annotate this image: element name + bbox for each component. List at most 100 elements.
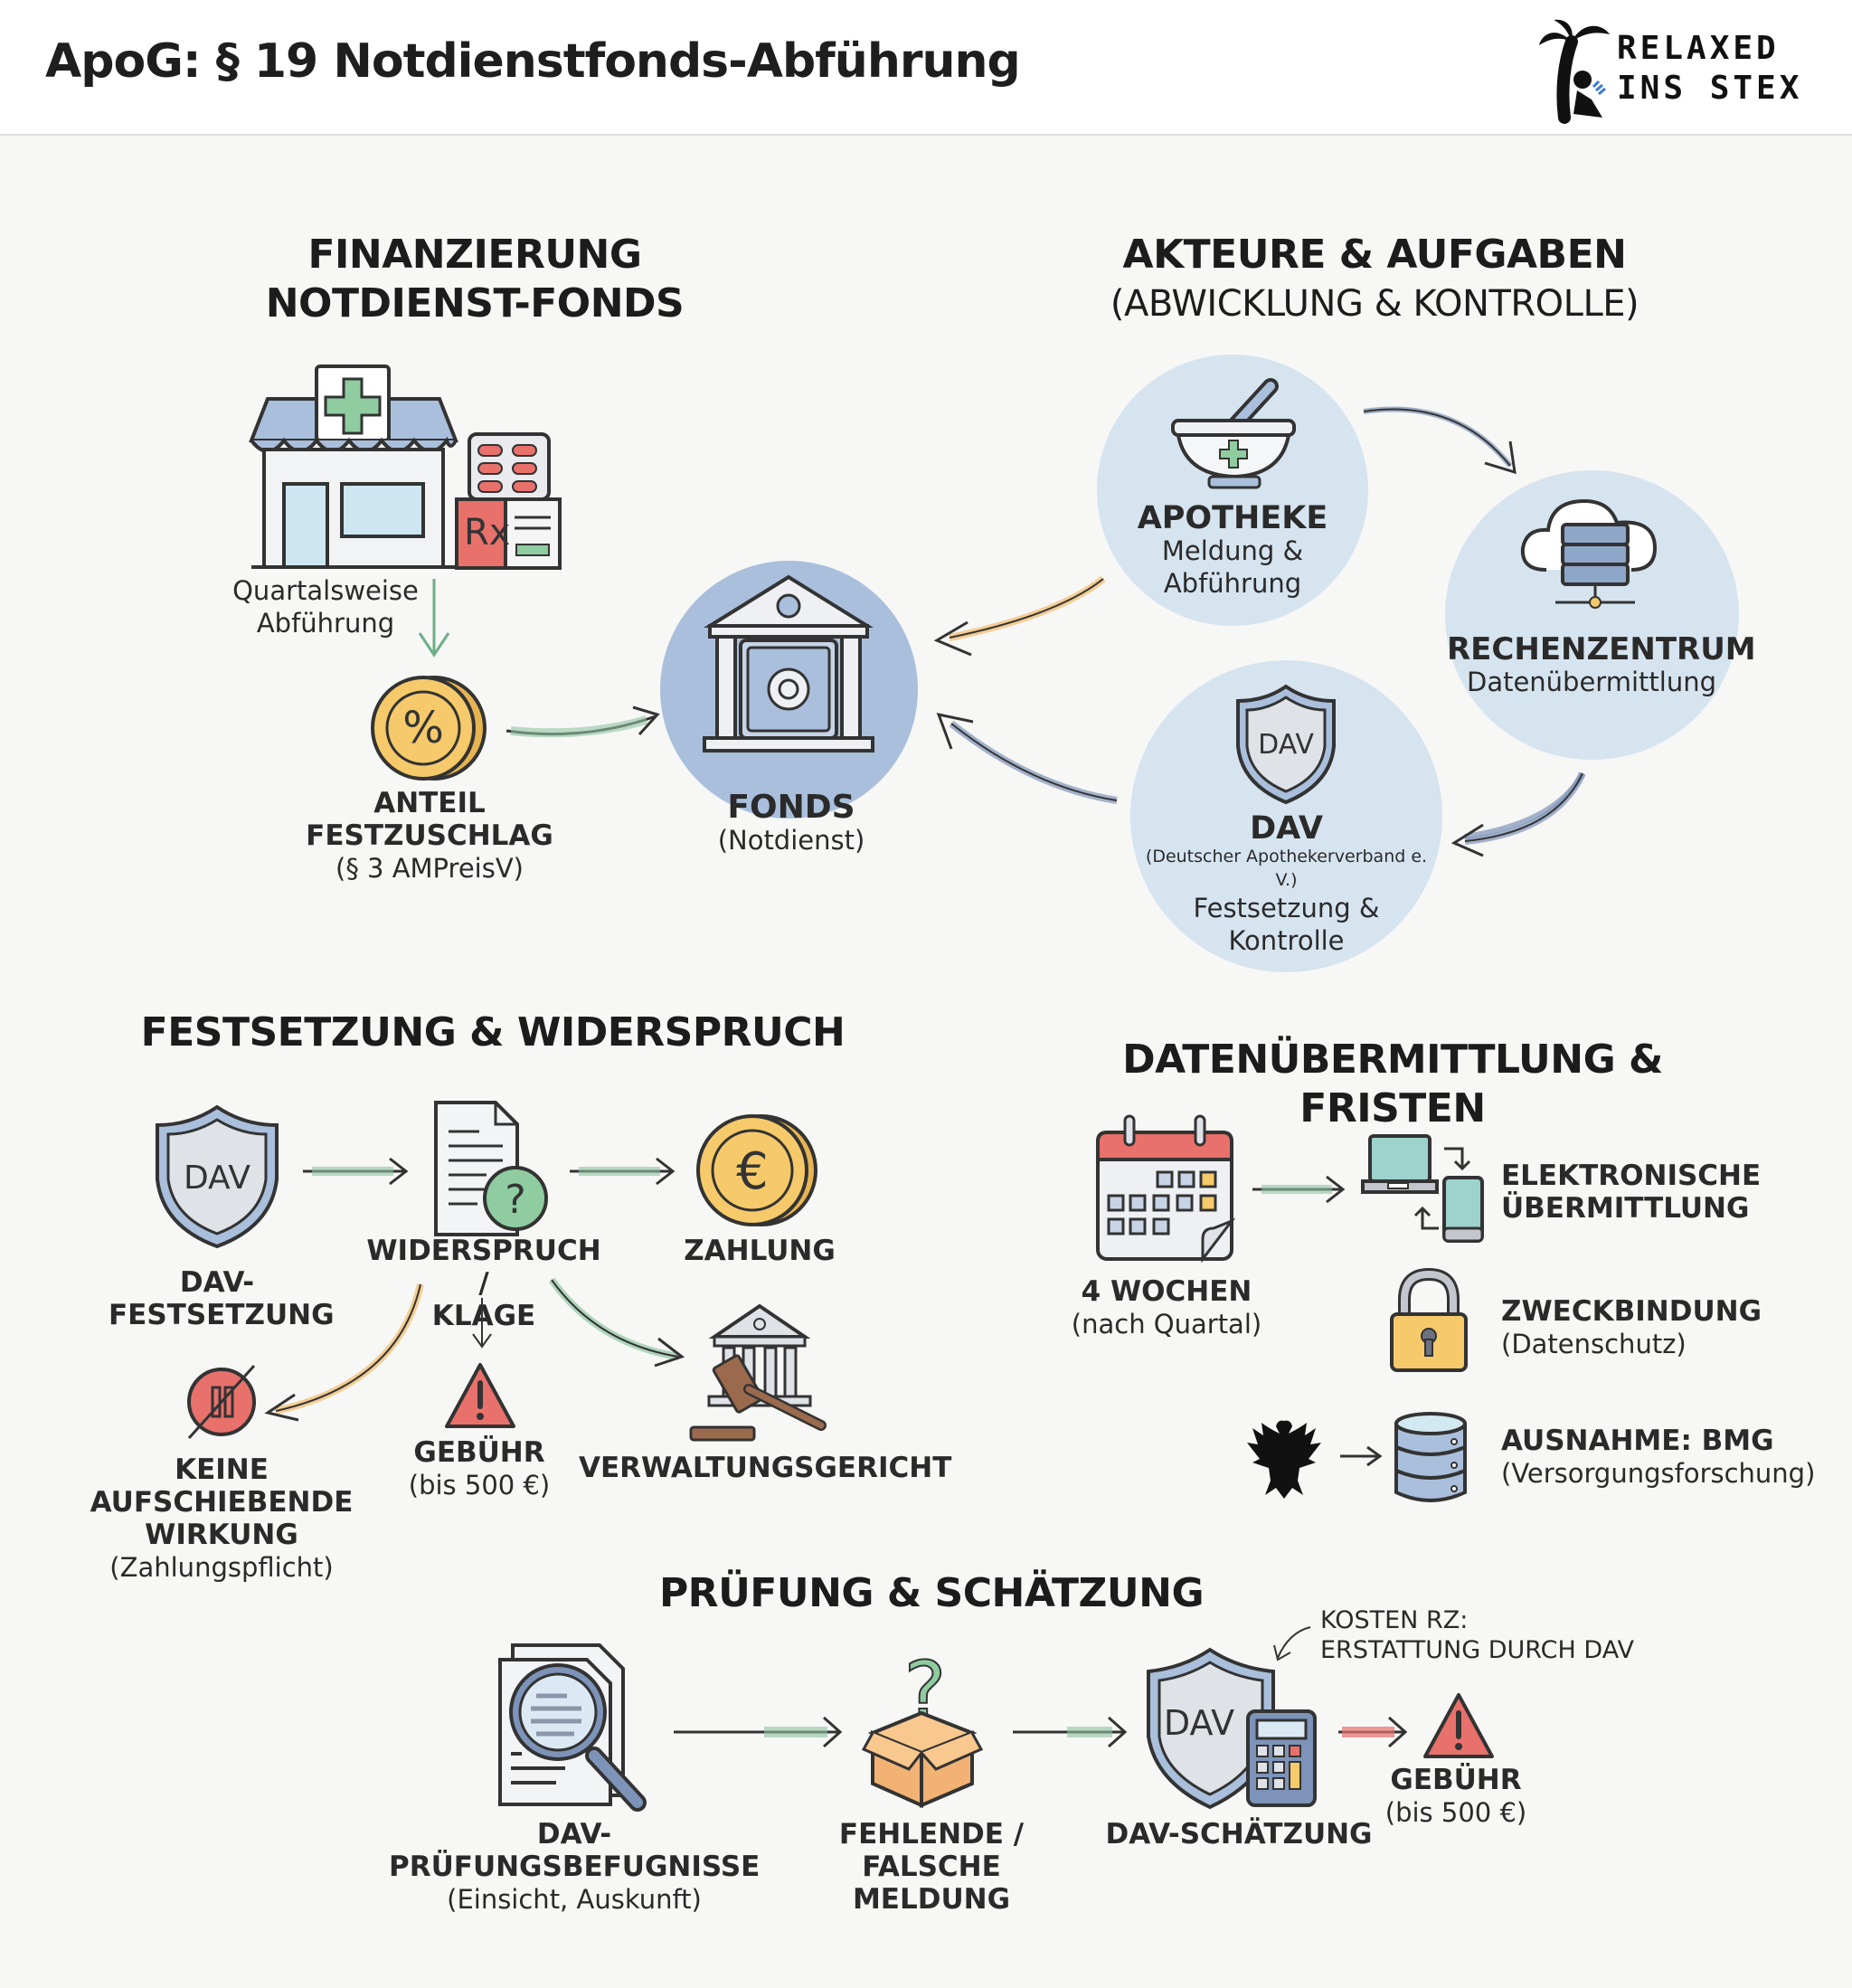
zweck-label: ZWECKBINDUNG (Datenschutz) xyxy=(1501,1295,1772,1360)
arrow-right-red xyxy=(1338,1716,1408,1748)
apotheke-label: APOTHEKE Meldung & Abführung xyxy=(1112,502,1353,600)
keine-line2: WIRKUNG xyxy=(145,1519,298,1551)
fonds-label: FONDS (Notdienst) xyxy=(674,791,909,857)
header-bar: ApoG: § 19 Notdienstfonds-Abführung RELA… xyxy=(0,0,1852,136)
rechenzentrum-name: RECHENZENTRUM xyxy=(1447,631,1756,667)
warning-triangle-icon xyxy=(445,1363,515,1428)
dav-festsetzung-line2: FESTSETZUNG xyxy=(109,1299,335,1331)
frist-title: 4 WOCHEN xyxy=(1081,1275,1252,1308)
warning-triangle-icon-2 xyxy=(1423,1693,1494,1758)
anteil-line2: FESTZUSCHLAG xyxy=(306,819,553,852)
arrow-right-green-4 xyxy=(674,1716,843,1748)
elektronisch-line1: ELEKTRONISCHE xyxy=(1501,1160,1762,1192)
brand-logo[interactable]: RELAXED INS STEX xyxy=(1537,16,1809,124)
zweck-title: ZWECKBINDUNG xyxy=(1501,1295,1762,1328)
arrow-curved-to-shield xyxy=(1273,1626,1311,1661)
box-question-icon: ? xyxy=(861,1643,984,1809)
document-question-icon: ? xyxy=(434,1101,548,1236)
fonds-title: FONDS xyxy=(727,789,855,826)
logo-line-2: INS STEX xyxy=(1617,70,1803,107)
schaetzung-text: DAV-SCHÄTZUNG xyxy=(1105,1818,1373,1851)
elektronisch-line2: ÜBERMITTLUNG xyxy=(1501,1192,1750,1225)
dav-shield-calculator-icon: DAV xyxy=(1147,1647,1317,1810)
calendar-icon xyxy=(1096,1114,1236,1264)
kosten-line2: ERSTATTUNG DURCH DAV xyxy=(1320,1636,1634,1664)
gebuehr-label-1: GEBÜHR (bis 500 €) xyxy=(389,1436,570,1501)
gericht-label: VERWALTUNGSGERICHT xyxy=(579,1452,952,1484)
gebuehr-1-sub: (bis 500 €) xyxy=(408,1470,551,1500)
anteil-ref: (§ 3 AMPreisV) xyxy=(335,853,524,884)
logo-line-1: RELAXED xyxy=(1617,30,1780,67)
logo-text: RELAXED INS STEX xyxy=(1617,29,1802,109)
apotheke-line2: Abführung xyxy=(1163,568,1302,599)
section-title-akteure: AKTEURE & AUFGABEN (ABWICKLUNG & KONTROL… xyxy=(1085,231,1664,328)
befugnis-sub: (Einsicht, Auskunft) xyxy=(447,1884,702,1915)
arrow-down-green-icon xyxy=(418,579,450,658)
arrow-right-black xyxy=(1340,1445,1383,1467)
arrow-right-green-2 xyxy=(570,1157,676,1186)
widerspruch-line2: KLAGE xyxy=(431,1300,536,1332)
arrow-down-orange xyxy=(472,1298,492,1349)
euro-symbol: € xyxy=(736,1142,769,1201)
gericht-text: VERWALTUNGSGERICHT xyxy=(579,1452,952,1484)
widerspruch-label: WIDERSPRUCH / KLAGE xyxy=(362,1235,606,1332)
apotheke-name: APOTHEKE xyxy=(1137,500,1328,536)
dav-shield-icon: DAV xyxy=(1236,684,1336,805)
rechenzentrum-line1: Datenübermittlung xyxy=(1466,667,1716,697)
arrow-to-gericht-green xyxy=(548,1277,685,1368)
federal-eagle-icon xyxy=(1247,1420,1321,1499)
finanzierung-title-line1: FINANZIERUNG xyxy=(307,232,642,278)
apotheke-line1: Meldung & xyxy=(1161,535,1304,566)
gebuehr-1-title: GEBÜHR xyxy=(413,1436,545,1469)
frist-label: 4 WOCHEN (nach Quartal) xyxy=(1058,1275,1275,1340)
dav-shield-icon-2: DAV xyxy=(156,1104,279,1249)
server-cloud-icon xyxy=(1520,498,1658,609)
prescription-pills-icon: Rx xyxy=(455,432,562,570)
dav-name: DAV xyxy=(1250,810,1323,847)
section-title-daten: DATENÜBERMITTLUNG & FRISTEN xyxy=(1122,1037,1663,1131)
pause-crossed-icon xyxy=(187,1364,256,1440)
ausnahme-sub: (Versorgungsforschung) xyxy=(1501,1458,1816,1489)
rx-symbol: Rx xyxy=(464,512,510,554)
percent-coin-icon: % xyxy=(371,676,487,781)
quartalsweise-label: Quartalsweise Abführung xyxy=(231,574,420,639)
fehlend-line1: FEHLENDE / FALSCHE xyxy=(838,1818,1025,1883)
euro-coin-icon: € xyxy=(696,1114,817,1226)
fonds-sub: (Notdienst) xyxy=(717,825,865,856)
schaetzung-shield-text: DAV xyxy=(1164,1703,1234,1743)
section-title-festsetzung: FESTSETZUNG & WIDERSPRUCH xyxy=(140,1009,846,1056)
zweck-sub: (Datenschutz) xyxy=(1501,1329,1687,1359)
dav-line2: Kontrolle xyxy=(1228,925,1345,956)
dav-full-name: (Deutscher Apothekerverband e. V.) xyxy=(1145,847,1428,890)
dav-shield-text: DAV xyxy=(1258,729,1314,761)
arrow-right-green-3 xyxy=(1252,1175,1346,1204)
dav-festsetzung-line1: DAV- xyxy=(179,1266,255,1299)
document-magnifier-icon xyxy=(498,1643,647,1812)
dav-label: DAV (Deutscher Apothekerverband e. V.) F… xyxy=(1135,812,1438,957)
widerspruch-line1: WIDERSPRUCH / xyxy=(366,1235,601,1300)
arrow-right-green-5 xyxy=(1013,1716,1128,1748)
page-title: ApoG: § 19 Notdienstfonds-Abführung xyxy=(45,34,1021,89)
rechenzentrum-label: RECHENZENTRUM Datenübermittlung xyxy=(1447,631,1756,698)
befugnis-title: DAV-PRÜFUNGSBEFUGNISSE xyxy=(389,1818,761,1883)
finanzierung-title-line2: NOTDIENST-FONDS xyxy=(265,280,685,327)
section-title-finanzierung: FINANZIERUNG NOTDIENST-FONDS xyxy=(226,231,723,328)
palm-tree-reader-icon xyxy=(1539,19,1610,124)
anteil-line1: ANTEIL xyxy=(373,787,486,819)
keine-sub: (Zahlungspflicht) xyxy=(109,1552,334,1583)
dav-festsetzung-shield-text: DAV xyxy=(184,1160,250,1197)
ausnahme-label: AUSNAHME: BMG (Versorgungsforschung) xyxy=(1501,1425,1816,1490)
frist-sub: (nach Quartal) xyxy=(1071,1309,1262,1340)
bank-vault-icon xyxy=(703,574,874,753)
akteure-subtitle: (ABWICKLUNG & KONTROLLE) xyxy=(1110,283,1639,325)
arrow-coin-to-fonds xyxy=(506,705,660,738)
mortar-pestle-icon xyxy=(1171,378,1296,489)
gebuehr-2-sub: (bis 500 €) xyxy=(1384,1797,1527,1828)
anteil-label: ANTEIL FESTZUSCHLAG (§ 3 AMPreisV) xyxy=(294,787,565,885)
arrow-to-keine-orange xyxy=(264,1283,424,1422)
zahlung-text: ZAHLUNG xyxy=(684,1235,836,1267)
fehlend-label: FEHLENDE / FALSCHE MELDUNG xyxy=(787,1818,1076,1916)
database-icon xyxy=(1394,1412,1467,1502)
quartalsweise-line1: Quartalsweise xyxy=(232,575,419,606)
quartalsweise-line2: Abführung xyxy=(256,608,395,639)
